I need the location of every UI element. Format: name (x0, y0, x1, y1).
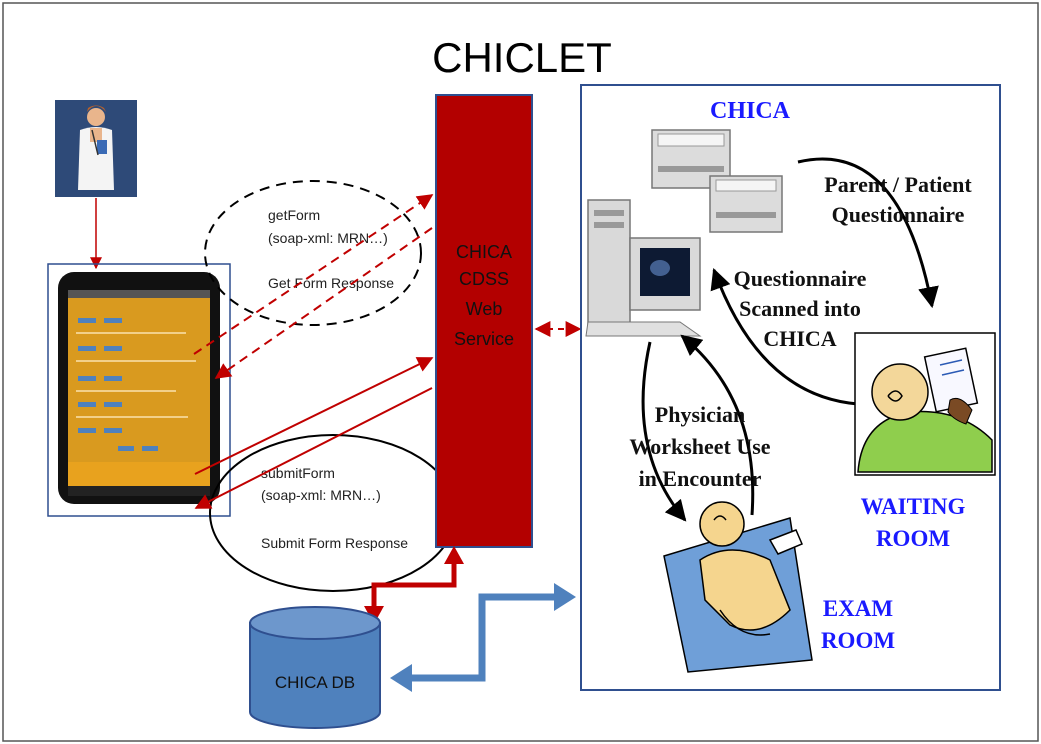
chica-db-cylinder (249, 606, 381, 729)
service-db-arrowhead-down (364, 606, 384, 624)
worksheet-label-line-2: Worksheet Use (629, 434, 770, 459)
submit-form-request-arrow (194, 357, 434, 475)
service-db-connector (371, 552, 457, 606)
db-clinic-arrowhead-left (390, 664, 412, 692)
questionnaire-label-line-1: Parent / Patient (824, 172, 972, 197)
scanned-label-line-3: CHICA (763, 326, 836, 351)
web-service-line-4: Service (454, 329, 514, 349)
service-db-arrowhead-up (444, 546, 464, 564)
waiting-room-label-line-1: WAITING (861, 494, 966, 519)
exam-room-label-line-2: ROOM (821, 628, 895, 653)
get-form-ellipse (204, 180, 422, 326)
submit-form-response-arrow (194, 387, 433, 509)
worksheet-label-line-1: Physician (655, 402, 745, 427)
submit-form-label: submitForm (261, 465, 335, 481)
web-service-line-1: CHICA (456, 242, 512, 262)
get-form-request-arrow (193, 194, 434, 355)
page-title: CHICLET (432, 34, 612, 81)
scanned-flow-arrow (710, 268, 859, 406)
worksheet-up-arrow (680, 334, 755, 516)
submit-form-response-label: Submit Form Response (261, 535, 408, 551)
computer-icon (585, 199, 702, 337)
web-service-box (435, 94, 533, 548)
printer-icon (651, 129, 783, 233)
db-clinic-connector (410, 593, 556, 682)
get-form-soap-label: (soap-xml: MRN…) (268, 230, 388, 246)
scanned-label-line-1: Questionnaire (734, 266, 867, 291)
worksheet-label-line-3: in Encounter (639, 466, 762, 491)
chica-clinic-label: CHICA (710, 98, 791, 124)
waiting-room-label-line-2: ROOM (876, 526, 950, 551)
submit-form-ellipse (209, 434, 457, 592)
scanned-label-line-2: Scanned into (739, 296, 861, 321)
web-service-line-3: Web (466, 299, 503, 319)
get-form-response-arrow (214, 227, 433, 379)
web-service-line-2: CDSS (459, 269, 509, 289)
worksheet-down-arrow (641, 341, 687, 522)
doctor-figure (55, 100, 137, 197)
submit-form-soap-label: (soap-xml: MRN…) (261, 487, 381, 503)
db-clinic-arrowhead-right (554, 583, 576, 611)
get-form-response-label: Get Form Response (268, 275, 394, 291)
questionnaire-label-line-2: Questionnaire (832, 202, 965, 227)
exam-room-image (663, 501, 813, 673)
exam-room-label-line-1: EXAM (823, 596, 894, 621)
chica-db-label: CHICA DB (275, 673, 355, 692)
questionnaire-flow-arrow (797, 157, 939, 309)
get-form-label: getForm (268, 207, 320, 223)
waiting-room-image (854, 332, 996, 476)
tablet-device (47, 263, 231, 517)
